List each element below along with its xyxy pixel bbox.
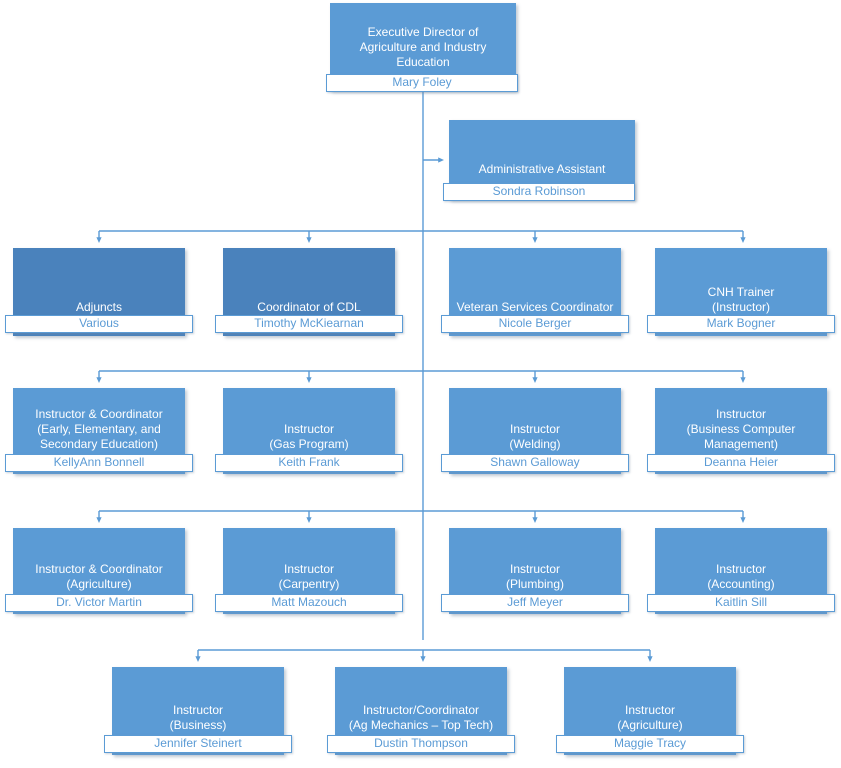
org-node-title: Instructor (Accounting)	[707, 562, 775, 591]
org-node-name-band: Dustin Thompson	[327, 735, 515, 753]
org-node-title: Instructor (Plumbing)	[505, 562, 565, 591]
org-node-title: Instructor (Agriculture)	[617, 703, 683, 732]
org-node-name-band: Kaitlin Sill	[647, 594, 835, 612]
org-node-instructor-gas-program[interactable]: Instructor (Gas Program) Keith Frank	[215, 388, 403, 474]
org-node-name-band: Deanna Heier	[647, 454, 835, 472]
org-node-name-band: Jeff Meyer	[441, 594, 629, 612]
org-node-executive-director[interactable]: Executive Director of Agriculture and In…	[326, 3, 518, 92]
org-node-name-band: Keith Frank	[215, 454, 403, 472]
org-node-name-band: Dr. Victor Martin	[5, 594, 193, 612]
org-node-instructor-business-computer-management[interactable]: Instructor (Business Computer Management…	[647, 388, 835, 474]
org-node-title: CNH Trainer (Instructor)	[707, 285, 775, 314]
org-node-name-band: Jennifer Steinert	[104, 735, 292, 753]
org-node-name-band: Shawn Galloway	[441, 454, 629, 472]
org-node-name-band: Nicole Berger	[441, 315, 629, 333]
org-node-title: Instructor/Coordinator (Ag Mechanics – T…	[348, 703, 494, 732]
org-node-name-band: Mary Foley	[326, 74, 518, 92]
org-node-title: Executive Director of Agriculture and In…	[359, 25, 487, 69]
org-node-title: Instructor (Welding)	[509, 422, 561, 451]
org-node-cnh-trainer[interactable]: CNH Trainer (Instructor)Mark Bogner	[647, 248, 835, 336]
org-node-name-band: Maggie Tracy	[556, 735, 744, 753]
org-node-title: Instructor & Coordinator (Early, Element…	[35, 407, 163, 451]
org-node-name-band: Various	[5, 315, 193, 333]
org-node-title: Instructor (Gas Program)	[269, 422, 349, 451]
org-node-instructor-coordinator-ag-mechanics[interactable]: Instructor/Coordinator (Ag Mechanics – T…	[327, 667, 515, 755]
org-node-title: Administrative Assistant	[478, 162, 606, 176]
org-node-title: Coordinator of CDL	[257, 300, 361, 314]
org-node-title: Veteran Services Coordinator	[456, 300, 614, 314]
org-node-instructor-welding[interactable]: Instructor (Welding) Shawn Galloway	[441, 388, 629, 474]
org-node-instructor-coordinator-agriculture[interactable]: Instructor & Coordinator (Agriculture) Dr…	[5, 528, 193, 614]
org-node-instructor-plumbing[interactable]: Instructor (Plumbing) Jeff Meyer	[441, 528, 629, 614]
org-node-name-band: Sondra Robinson	[443, 183, 635, 201]
org-node-name-band: Timothy McKiearnan	[215, 315, 403, 333]
org-node-name-band: KellyAnn Bonnell	[5, 454, 193, 472]
org-node-name-band: Matt Mazouch	[215, 594, 403, 612]
org-node-title: Instructor (Business)	[169, 703, 227, 732]
org-node-instructor-accounting[interactable]: Instructor (Accounting) Kaitlin Sill	[647, 528, 835, 614]
org-node-name-band: Mark Bogner	[647, 315, 835, 333]
org-node-instructor-coordinator-education[interactable]: Instructor & Coordinator (Early, Element…	[5, 388, 193, 474]
org-node-title: Instructor (Carpentry)	[278, 562, 340, 591]
org-node-title: Adjuncts	[75, 300, 123, 314]
org-node-instructor-agriculture[interactable]: Instructor (Agriculture) Maggie Tracy	[556, 667, 744, 755]
org-node-instructor-business[interactable]: Instructor (Business) Jennifer Steinert	[104, 667, 292, 755]
org-node-instructor-carpentry[interactable]: Instructor (Carpentry) Matt Mazouch	[215, 528, 403, 614]
org-node-title: Instructor (Business Computer Management…	[686, 407, 796, 451]
org-node-title: Instructor & Coordinator (Agriculture)	[35, 562, 163, 591]
